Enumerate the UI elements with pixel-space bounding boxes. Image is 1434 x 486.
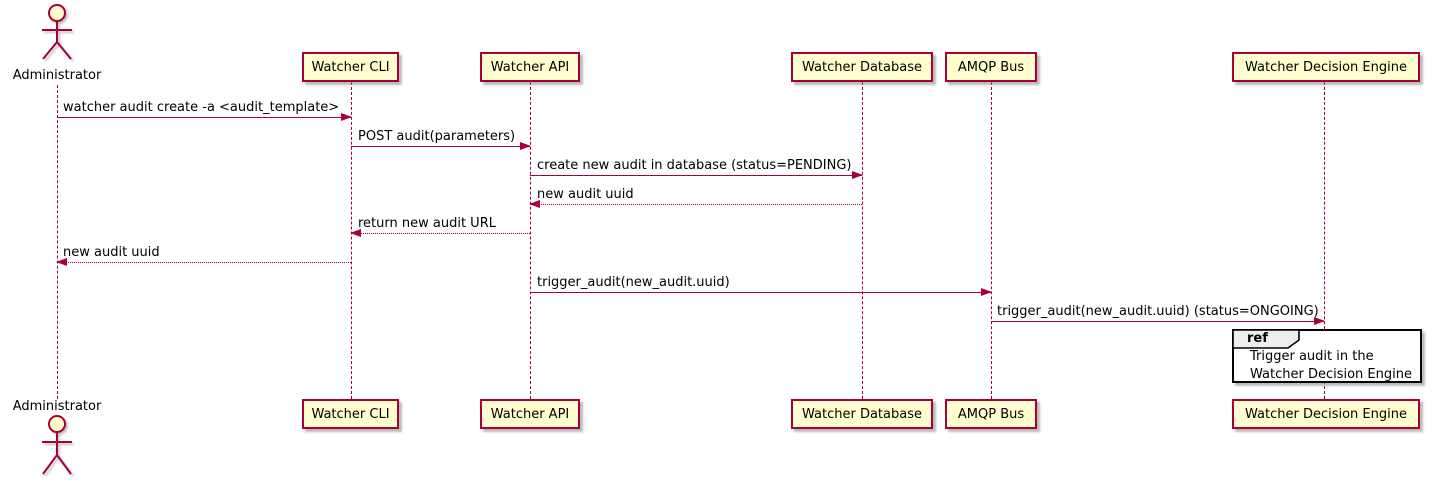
message-arrow-2	[351, 142, 531, 150]
lifeline-watcher-database	[862, 82, 863, 399]
lifeline-watcher-cli	[351, 82, 352, 399]
ref-fragment: ref Trigger audit in the Watcher Decisio…	[1232, 329, 1422, 383]
message-arrow-5	[350, 229, 530, 237]
ref-body-line-1: Trigger audit in the	[1250, 349, 1374, 364]
actor-label-administrator-top: Administrator	[12, 68, 102, 83]
participant-box-watcher-api-bottom: Watcher API	[480, 399, 580, 429]
message-arrow-3	[530, 171, 863, 179]
lifeline-amqp-bus	[991, 82, 992, 399]
lifeline-administrator	[57, 85, 58, 399]
ref-body: Trigger audit in the Watcher Decision En…	[1250, 348, 1412, 383]
ref-body-line-2: Watcher Decision Engine	[1250, 366, 1412, 382]
message-arrow-6	[56, 258, 351, 266]
participant-box-watcher-api-top: Watcher API	[480, 52, 580, 82]
message-label-8: trigger_audit(new_audit.uuid) (status=ON…	[997, 304, 1319, 319]
arrowhead-left-icon	[56, 258, 67, 266]
arrowhead-right-icon	[981, 288, 992, 296]
participant-box-watcher-cli-bottom: Watcher CLI	[302, 399, 399, 429]
message-label-7: trigger_audit(new_audit.uuid)	[537, 275, 730, 290]
message-label-2: POST audit(parameters)	[358, 129, 516, 144]
ref-header-shape	[1233, 330, 1300, 349]
actor-label-administrator-bottom: Administrator	[12, 399, 102, 414]
arrowhead-left-icon	[350, 229, 361, 237]
participant-box-watcher-database-top: Watcher Database	[791, 52, 933, 82]
actor-icon	[37, 414, 77, 480]
message-arrow-4	[529, 200, 862, 208]
message-arrow-8	[991, 317, 1325, 325]
message-arrow-1	[57, 113, 352, 121]
participant-box-amqp-bus-top: AMQP Bus	[945, 52, 1037, 82]
actor-icon	[37, 3, 77, 65]
ref-keyword: ref	[1247, 331, 1268, 346]
message-label-1: watcher audit create -a <audit_template>	[63, 100, 340, 115]
lifeline-watcher-decision-engine	[1324, 82, 1325, 399]
message-label-3: create new audit in database (status=PEN…	[537, 158, 852, 173]
message-label-6: new audit uuid	[63, 245, 160, 260]
participant-box-watcher-database-bottom: Watcher Database	[791, 399, 933, 429]
message-label-5: return new audit URL	[358, 216, 496, 231]
participant-box-watcher-cli-top: Watcher CLI	[302, 52, 399, 82]
lifeline-watcher-api	[530, 82, 531, 399]
message-label-4: new audit uuid	[537, 187, 634, 202]
arrowhead-left-icon	[529, 200, 540, 208]
arrowhead-right-icon	[852, 171, 863, 179]
participant-box-amqp-bus-bottom: AMQP Bus	[945, 399, 1037, 429]
message-arrow-7	[530, 288, 992, 296]
participant-box-watcher-decision-engine-top: Watcher Decision Engine	[1232, 52, 1420, 82]
arrowhead-right-icon	[341, 113, 352, 121]
arrowhead-right-icon	[520, 142, 531, 150]
arrowhead-right-icon	[1314, 317, 1325, 325]
participant-box-watcher-decision-engine-bottom: Watcher Decision Engine	[1232, 399, 1420, 429]
